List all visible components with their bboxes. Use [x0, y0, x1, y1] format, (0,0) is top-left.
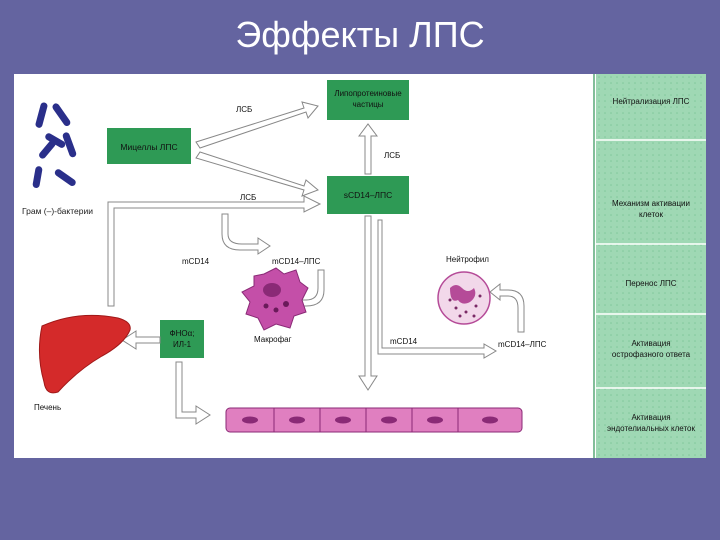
effect-4-line2: острофазного ответа [612, 350, 691, 359]
scd14-lps-label: sCD14–ЛПС [344, 190, 393, 200]
diagram-panel: Грам (–)-бактерии Мицеллы ЛПС Липопротеи… [14, 74, 706, 458]
effect-4-line1: Активация [631, 339, 670, 348]
tnf-label-2: ИЛ-1 [173, 340, 192, 349]
lsb-top-label: ЛСБ [236, 105, 252, 114]
bacteria-label: Грам (–)-бактерии [22, 206, 93, 216]
mcd14-right-label: mCD14 [390, 337, 418, 346]
neutrophil-label: Нейтрофил [446, 255, 489, 264]
bacteria-icon [32, 102, 77, 188]
mcd14-left-label: mCD14 [182, 257, 210, 266]
effect-5-line1: Активация [631, 413, 670, 422]
liver-label: Печень [34, 403, 61, 412]
lps-effects-diagram: Грам (–)-бактерии Мицеллы ЛПС Липопротеи… [22, 74, 706, 458]
neutrophil-icon [437, 271, 491, 325]
tnf-il1-box [160, 320, 204, 358]
micelles-label: Мицеллы ЛПС [120, 142, 177, 152]
micelles-box [107, 128, 191, 164]
slide-title: Эффекты ЛПС [235, 14, 485, 55]
mcd14-lps-left-label: mCD14–ЛПС [272, 257, 321, 266]
lipoprotein-label-1: Липопротеиновые [334, 89, 402, 98]
effect-5-line2: эндотелиальных клеток [607, 424, 695, 433]
pathway-arrows [107, 101, 525, 425]
effect-2-line2: клеток [639, 210, 663, 219]
liver-icon [38, 314, 131, 394]
effect-1-line1: Нейтрализация ЛПС [613, 97, 690, 106]
macrophage-icon [241, 267, 309, 331]
lsb-right-label: ЛСБ [384, 151, 400, 160]
mcd14-lps-right-label: mCD14–ЛПС [498, 340, 547, 349]
effect-3-line1: Перенос ЛПС [626, 279, 677, 288]
scd14-lps-box [327, 176, 409, 214]
lipoprotein-box [327, 80, 409, 120]
tnf-label-1: ФНОα; [170, 329, 195, 338]
macrophage-label: Макрофаг [254, 335, 292, 344]
lipoprotein-label-2: частицы [352, 100, 383, 109]
lsb-mid-label: ЛСБ [240, 193, 256, 202]
effect-2-line1: Механизм активации [612, 199, 690, 208]
endothelium-cells [225, 407, 523, 433]
